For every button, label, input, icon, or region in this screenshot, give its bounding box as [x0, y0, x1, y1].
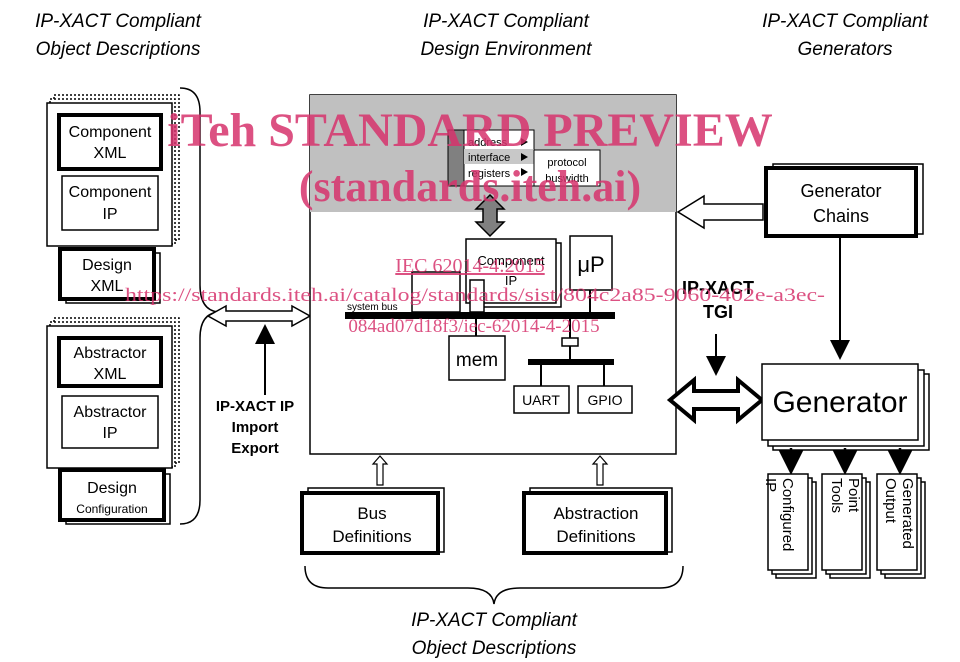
abstractor-xml-box — [57, 336, 163, 388]
system-bus — [345, 312, 615, 319]
design-xml-line1: Design — [82, 257, 132, 274]
env-gpio: GPIO — [587, 392, 622, 408]
component-stack: Component XML Component IP — [46, 94, 180, 247]
bottom-brace — [304, 565, 684, 605]
watermark-title: iTeh STANDARD PREVIEW — [167, 104, 772, 157]
design-xml-line2: XML — [91, 278, 124, 295]
system-bus-label: system bus — [347, 302, 398, 313]
point-tools-line1: Point — [845, 478, 862, 513]
header-bottom-line1: IP-XACT Compliant — [411, 610, 577, 631]
generator-label: Generator — [772, 386, 907, 419]
design-environment: address interface registers protocol bus… — [309, 94, 677, 455]
header-center-line2: Design Environment — [420, 39, 592, 60]
abstraction-definitions: Abstraction Definitions — [522, 487, 673, 555]
design-configuration: Design Configuration — [58, 468, 171, 525]
component-xml-box — [57, 113, 163, 171]
generated-output-line1: Generated — [899, 478, 916, 549]
design-xml: Design XML — [58, 247, 161, 304]
watermark-code[interactable]: IEC 62014-4:2015 — [395, 255, 544, 277]
bus-definitions-line2: Definitions — [332, 527, 411, 546]
env-uart: UART — [522, 392, 560, 408]
watermark-url-line2[interactable]: 084ad07d18f3/iec-62014-4-2015 — [348, 316, 599, 337]
panel-protocol: protocol — [547, 157, 586, 169]
configured-ip-line2: IP — [762, 478, 779, 492]
generated-output-line2: Output — [882, 478, 899, 524]
abstractor-ip-box — [61, 395, 159, 449]
abstractor-stack: Abstractor XML Abstractor IP — [46, 317, 180, 469]
output-configured-ip: Configured IP — [762, 473, 817, 579]
header-right: IP-XACT Compliant Generators — [762, 11, 928, 60]
header-center: IP-XACT Compliant Design Environment — [420, 11, 592, 60]
panel-buswidth: buswidth — [545, 173, 588, 185]
tgi-line1: IP-XACT — [682, 278, 754, 298]
abstractor-xml-line1: Abstractor — [74, 345, 148, 362]
header-right-line2: Generators — [797, 39, 893, 60]
env-component-ip-line2: IP — [505, 273, 517, 288]
configured-ip-line1: Configured — [779, 478, 796, 551]
env-cpu: μP — [577, 252, 604, 277]
header-bottom-line2: Object Descriptions — [412, 638, 577, 659]
point-tools-line2: Tools — [828, 478, 845, 513]
watermark-url-line1[interactable]: https://standards.iteh.ai/catalog/standa… — [125, 285, 825, 306]
abstraction-definitions-line2: Definitions — [556, 527, 635, 546]
header-left-line2: Object Descriptions — [36, 39, 201, 60]
panel-interface: interface — [468, 152, 510, 164]
abstraction-definitions-line1: Abstraction — [553, 504, 638, 523]
watermark: iTeh STANDARD PREVIEW (standards.iteh.ai… — [125, 104, 825, 337]
component-xml-line2: XML — [94, 145, 127, 162]
watermark-subtitle: (standards.iteh.ai) — [299, 162, 641, 211]
import-export-line2: Import — [232, 419, 279, 436]
header-left: IP-XACT Compliant Object Descriptions — [35, 11, 201, 60]
component-xml-line1: Component — [69, 124, 152, 141]
env-mem: mem — [456, 350, 498, 371]
design-configuration-line1: Design — [87, 480, 137, 497]
generator-chains-line2: Chains — [813, 206, 869, 226]
header-left-line1: IP-XACT Compliant — [35, 11, 201, 32]
header-right-line1: IP-XACT Compliant — [762, 11, 928, 32]
output-generated-output: Generated Output — [876, 473, 926, 579]
component-ip-box — [61, 175, 159, 231]
generator: Generator — [761, 363, 930, 451]
panel-address: address — [468, 137, 508, 149]
output-point-tools: Point Tools — [821, 473, 871, 579]
chains-to-environment-arrow — [676, 194, 764, 230]
import-export-arrow — [206, 304, 312, 328]
bus-definitions-line1: Bus — [357, 504, 386, 523]
component-ip-line2: IP — [102, 206, 117, 223]
design-configuration-line2: Configuration — [76, 502, 147, 516]
env-component-ip-line1: Component — [477, 253, 545, 268]
header-center-line1: IP-XACT Compliant — [423, 11, 589, 32]
abstractor-ip-line2: IP — [102, 425, 117, 442]
abstractor-ip-line1: Abstractor — [74, 404, 148, 421]
tgi-double-arrow — [666, 375, 766, 425]
generator-chains: Generator Chains — [764, 163, 924, 238]
import-export-line1: IP-XACT IP — [216, 398, 294, 415]
component-ip-line1: Component — [69, 184, 152, 201]
tgi-line2: TGI — [703, 302, 733, 322]
import-export-line3: Export — [231, 440, 279, 457]
generator-chains-line1: Generator — [800, 181, 881, 201]
bus-definitions: Bus Definitions — [300, 487, 445, 555]
panel-registers: registers — [468, 168, 511, 180]
abstractor-xml-line2: XML — [94, 366, 127, 383]
